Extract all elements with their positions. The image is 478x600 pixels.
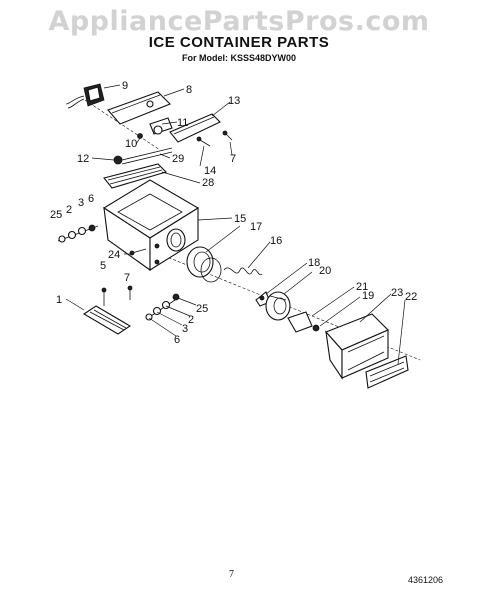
callout-5: 5 — [100, 260, 106, 272]
callout-8: 8 — [186, 84, 192, 96]
callout-2-left: 2 — [66, 204, 72, 216]
part-paddle — [287, 311, 320, 333]
part-shaft — [113, 147, 173, 165]
callout-1: 1 — [56, 294, 62, 306]
callout-10: 10 — [125, 138, 137, 150]
part-drum — [265, 291, 291, 321]
watermark: AppliancePartsPros.com — [48, 6, 430, 37]
callout-12: 12 — [77, 153, 89, 165]
part-screws-top — [196, 130, 233, 147]
part-frame — [103, 163, 168, 189]
leader-lines — [65, 84, 406, 365]
model-subtitle: For Model: KSSS48DYW00 — [181, 53, 297, 63]
part-fastener-stack-left — [57, 224, 99, 243]
part-motor — [65, 83, 105, 109]
callout-17: 17 — [250, 221, 262, 233]
callout-13: 13 — [228, 95, 240, 107]
callout-24: 24 — [108, 249, 120, 261]
callout-14: 14 — [204, 165, 216, 177]
callout-25-left: 25 — [50, 209, 62, 221]
callout-9: 9 — [122, 80, 128, 92]
part-slide-rail — [82, 305, 132, 335]
part-housing — [102, 179, 200, 272]
callout-3-left: 3 — [78, 197, 84, 209]
part-gear-assembly — [137, 117, 173, 139]
callout-7-top: 7 — [230, 153, 236, 165]
part-trim-strip — [365, 355, 409, 389]
callout-22: 22 — [405, 291, 417, 303]
part-bracket — [169, 113, 221, 143]
callout-28: 28 — [202, 177, 214, 189]
callout-7-lower: 7 — [124, 272, 130, 284]
callout-2-lower: 2 — [188, 314, 194, 326]
callout-labels: 9 8 13 11 10 12 29 7 14 28 25 2 3 6 15 1… — [50, 80, 417, 346]
callout-6-left: 6 — [88, 193, 94, 205]
callout-16: 16 — [270, 235, 282, 247]
part-mounting-plate — [107, 91, 171, 125]
part-container-front — [325, 313, 389, 380]
callout-18: 18 — [308, 257, 320, 269]
callout-15: 15 — [234, 213, 246, 225]
callout-25-lower: 25 — [196, 303, 208, 315]
callout-3-lower: 3 — [182, 323, 188, 335]
callout-11: 11 — [177, 117, 188, 129]
document-number: 4361206 — [408, 575, 444, 585]
part-spring — [223, 267, 263, 276]
part-screws-lower — [101, 285, 133, 306]
motor-centerline — [84, 99, 161, 151]
callout-6-lower: 6 — [174, 334, 180, 346]
part-fastener-stack-lower — [145, 293, 180, 321]
callout-21: 21 — [356, 281, 368, 293]
callout-20: 20 — [319, 265, 331, 277]
diagram-title: ICE CONTAINER PARTS — [148, 34, 330, 51]
callout-23: 23 — [391, 287, 403, 299]
callout-19: 19 — [362, 290, 374, 302]
page-number: 7 — [229, 569, 234, 580]
part-collar — [186, 246, 222, 283]
callout-29: 29 — [172, 153, 184, 165]
